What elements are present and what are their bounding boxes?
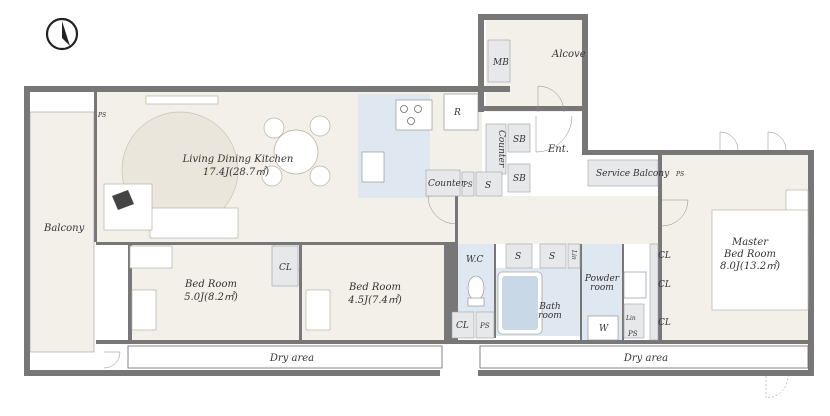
dry-area-left-label: Dry area — [269, 353, 314, 364]
ps-powder-label: PS — [627, 330, 638, 338]
powder-name2-label: room — [590, 283, 614, 293]
cl-bed1-label: CL — [279, 263, 292, 273]
dry-area-right-label: Dry area — [623, 353, 668, 364]
bed2-size-label: 4.5J(7.4㎡) — [347, 294, 402, 306]
s2-label: S — [549, 252, 555, 262]
w-label: W — [599, 324, 609, 334]
cl-m1-label: CL — [658, 251, 671, 261]
kitchen — [361, 93, 479, 183]
bed2-name-label: Bed Room — [348, 282, 401, 293]
ps-counter-label: PS — [462, 181, 473, 189]
bath-name-label: Bath — [538, 302, 560, 312]
cl-m3-label: CL — [658, 318, 671, 328]
sb2-label: SB — [513, 174, 526, 184]
master-size-label: 8.0J(13.2㎡) — [720, 260, 780, 272]
cl-wc-label: CL — [456, 321, 469, 331]
balcony-label: Balcony — [43, 223, 85, 234]
s1-label: S — [515, 252, 521, 262]
ent-label: Ent. — [547, 144, 569, 155]
ps-service-label: PS — [675, 171, 684, 178]
lin1-label: Lin — [570, 249, 577, 260]
ps-wc-label: PS — [479, 322, 490, 330]
lin2-label: Lin — [625, 315, 636, 322]
service-balcony-label: Service Balcony — [596, 169, 670, 179]
powder-name-label: Powder — [584, 274, 620, 284]
wc-label: W.C — [466, 255, 484, 265]
ldk-furniture — [103, 95, 331, 239]
bed1-name-label: Bed Room — [184, 279, 237, 290]
bed1-size-label: 5.0J(8.2㎡) — [184, 291, 238, 303]
dry-area-right — [479, 345, 809, 369]
north-arrow-icon — [45, 17, 79, 51]
bath-name2-label: room — [538, 311, 562, 321]
cl-m2-label: CL — [658, 280, 671, 290]
mb-label: MB — [492, 58, 509, 68]
balcony-outline — [29, 111, 95, 353]
ldk-size-label: 17.4J(28.7㎡) — [203, 166, 269, 178]
bath-fixtures — [467, 271, 647, 341]
s-ent-label: S — [485, 181, 491, 191]
storage-boxes — [271, 39, 659, 341]
master-name2-label: Bed Room — [723, 249, 776, 260]
counter-label: Counter — [428, 179, 466, 189]
ps-ldk-label: PS — [97, 112, 106, 119]
walls — [24, 14, 814, 376]
counter-vertical-label: Counter — [496, 130, 506, 168]
bedroom-furniture — [129, 189, 809, 331]
master-name-label: Master — [731, 237, 769, 248]
dry-area-left — [127, 345, 443, 369]
r-label: R — [453, 108, 461, 118]
ldk-name-label: Living Dining Kitchen — [182, 154, 294, 165]
alcove-label: Alcove — [551, 49, 586, 60]
sb1-label: SB — [513, 135, 526, 145]
